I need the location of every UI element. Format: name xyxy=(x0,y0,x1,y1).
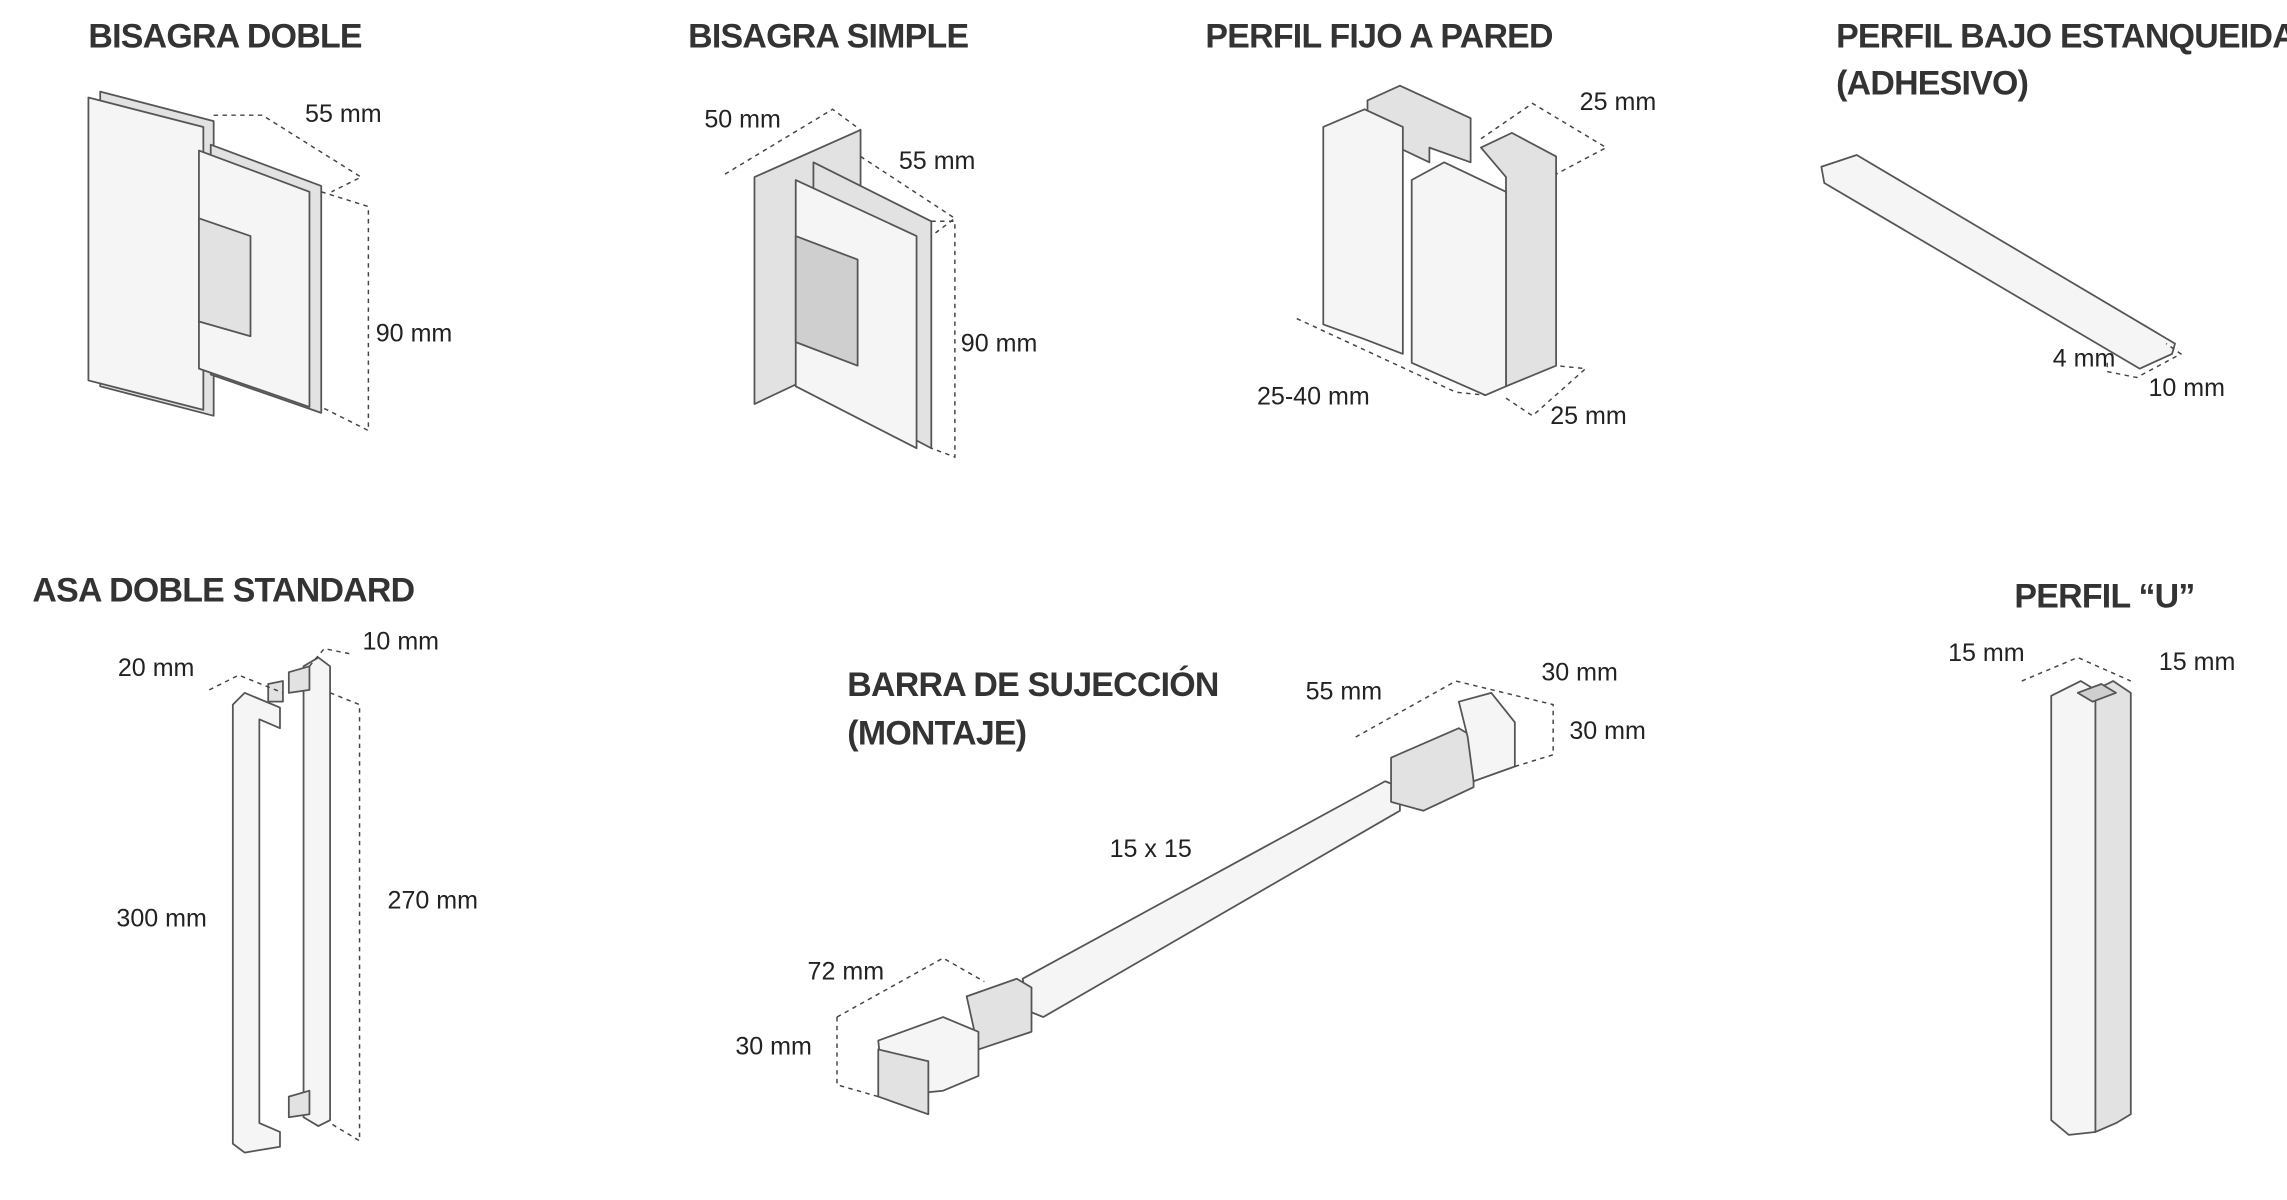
asa-doble-standard: ASA DOBLE STANDARD 20 mm 10 mm 300 mm 27… xyxy=(32,571,478,1154)
dim-30mm-b: 30 mm xyxy=(1569,717,1646,745)
dim-10mm: 10 mm xyxy=(363,627,440,655)
barra-drawing xyxy=(877,691,1516,1116)
dim-4mm: 4 mm xyxy=(2053,344,2116,372)
dim-55mm: 55 mm xyxy=(305,100,382,128)
title-barra-1: BARRA DE SUJECCIÓN xyxy=(847,666,1218,704)
dim-25mm-bottom: 25 mm xyxy=(1550,402,1627,430)
dim-15mm-b: 15 mm xyxy=(2159,648,2236,676)
bisagra-simple-drawing xyxy=(753,129,933,450)
dim-270mm: 270 mm xyxy=(388,887,478,915)
dim-50mm: 50 mm xyxy=(704,106,781,134)
title-perfil-bajo-2: (ADHESIVO) xyxy=(1836,65,2028,103)
bisagra-doble: BISAGRA DOBLE 55 mm 90 mm xyxy=(87,17,453,432)
dim-55mm: 55 mm xyxy=(1306,677,1383,705)
bisagra-simple: BISAGRA SIMPLE 50 mm 55 mm 90 mm xyxy=(688,17,1038,459)
perfil-u-drawing xyxy=(2050,680,2132,1136)
dim-300mm: 300 mm xyxy=(116,904,206,932)
title-perfil-bajo-1: PERFIL BAJO ESTANQUEIDAD xyxy=(1836,17,2287,55)
title-barra-2: (MONTAJE) xyxy=(847,714,1026,752)
dim-15mm-a: 15 mm xyxy=(1948,639,2025,667)
perfil-bajo-drawing xyxy=(1820,154,2176,370)
dim-30mm-a: 30 mm xyxy=(1541,658,1618,686)
dim-90mm: 90 mm xyxy=(961,330,1038,358)
asa-doble-drawing xyxy=(231,656,331,1154)
title-perfil-fijo: PERFIL FIJO A PARED xyxy=(1205,17,1553,55)
dim-15x15: 15 x 15 xyxy=(1110,835,1192,863)
barra-de-sujeccion: BARRA DE SUJECCIÓN (MONTAJE) 55 mm 30 mm… xyxy=(735,658,1646,1116)
dim-25mm-top: 25 mm xyxy=(1580,88,1657,116)
perfil-fijo-drawing xyxy=(1322,84,1557,397)
dim-72mm: 72 mm xyxy=(808,957,885,985)
perfil-bajo-estanqueidad: PERFIL BAJO ESTANQUEIDAD (ADHESIVO) 4 mm… xyxy=(1820,17,2287,402)
title-perfil-u: PERFIL “U” xyxy=(2014,577,2194,615)
title-bisagra-doble: BISAGRA DOBLE xyxy=(88,17,361,55)
dim-90mm: 90 mm xyxy=(376,319,453,347)
dim-20mm: 20 mm xyxy=(118,654,195,682)
perfil-u: PERFIL “U” 15 mm 15 mm xyxy=(1948,577,2236,1136)
dim-55mm: 55 mm xyxy=(899,147,976,175)
title-bisagra-simple: BISAGRA SIMPLE xyxy=(688,17,968,55)
dim-25-40mm: 25-40 mm xyxy=(1257,383,1370,411)
dim-30mm-c: 30 mm xyxy=(735,1033,812,1061)
dim-10mm: 10 mm xyxy=(2148,374,2225,402)
perfil-fijo-a-pared: PERFIL FIJO A PARED 25 mm 25-40 mm 25 mm xyxy=(1205,17,1656,429)
title-asa-doble: ASA DOBLE STANDARD xyxy=(32,571,414,609)
bisagra-doble-drawing xyxy=(87,90,323,417)
